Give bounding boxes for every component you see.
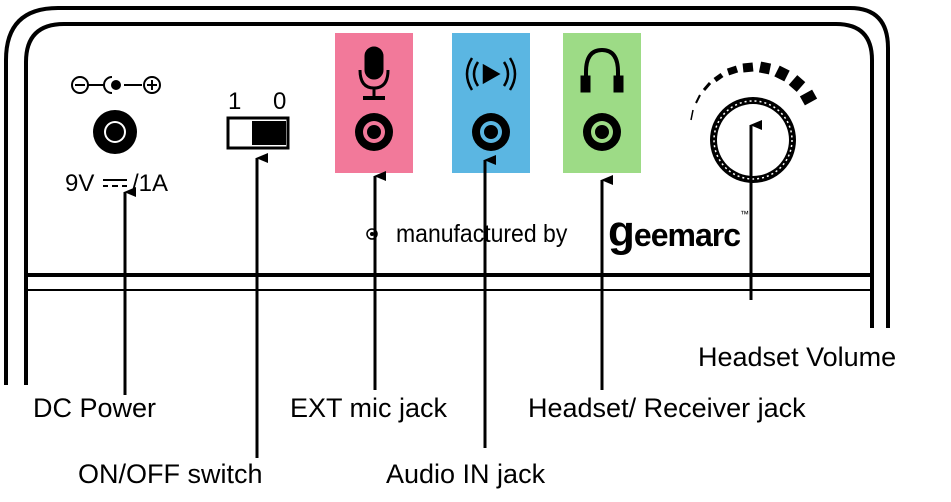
audio-in-panel xyxy=(452,33,530,173)
polarity-symbol xyxy=(71,76,161,94)
callout-headset-volume: Headset Volume xyxy=(698,342,897,372)
microphone-icon xyxy=(358,46,390,100)
dc-power-socket xyxy=(93,110,137,154)
callout-leaders xyxy=(123,120,762,458)
switch-on-label: 1 xyxy=(228,88,242,115)
power-rating-amps: /1A xyxy=(132,170,169,197)
on-off-switch xyxy=(226,116,290,150)
brand-trademark: ™ xyxy=(739,209,749,219)
switch-off-label: 0 xyxy=(273,88,287,115)
volume-scale xyxy=(690,61,818,121)
inner-panel-outline xyxy=(24,22,874,385)
brand-name: eemarc xyxy=(633,217,741,253)
callout-dc-power: DC Power xyxy=(33,393,157,423)
brand-logo: geemarc™ xyxy=(608,210,749,254)
headphones-icon xyxy=(580,47,624,93)
audio-waves-icon xyxy=(465,57,517,91)
outer-casing-outline xyxy=(4,6,890,385)
callout-headset-receiver-jack: Headset/ Receiver jack xyxy=(528,393,806,423)
brand-initial: g xyxy=(608,207,635,256)
volume-knob xyxy=(710,97,796,183)
registered-symbol xyxy=(366,228,378,240)
dc-current-symbol xyxy=(103,179,127,187)
power-rating-volts: 9V xyxy=(65,170,95,197)
manufacturer-text: manufactured by xyxy=(396,220,568,248)
callout-ext-mic-jack: EXT mic jack xyxy=(290,393,448,423)
callout-on-off-switch: ON/OFF switch xyxy=(78,459,263,489)
headset-panel xyxy=(563,33,641,173)
callout-audio-in-jack: Audio IN jack xyxy=(386,459,546,489)
headset-jack-socket xyxy=(583,113,621,151)
ext-mic-jack-socket xyxy=(355,113,393,151)
audio-in-jack-socket xyxy=(472,113,510,151)
